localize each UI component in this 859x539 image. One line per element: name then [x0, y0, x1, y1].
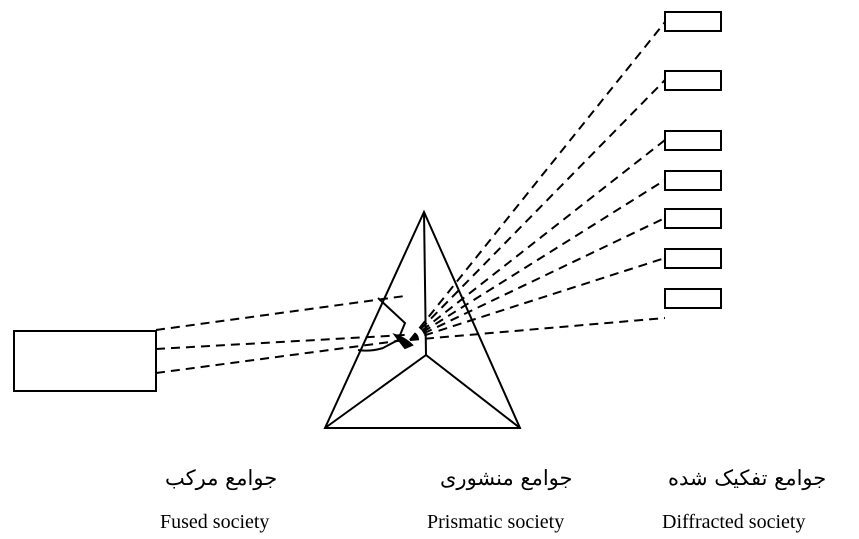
- outgoing-beam-1: [409, 21, 666, 341]
- prism-inner-edge-right: [425, 354, 521, 429]
- incoming-beam-1: [155, 295, 406, 331]
- prism-beam-focus-mark: [392, 333, 414, 350]
- diffracted-box-4: [664, 170, 722, 191]
- incoming-beams: [155, 295, 406, 374]
- fused-society-label-fa: جوامع مرکب: [165, 466, 278, 490]
- diffracted-society-label-fa: جوامع تفکیک شده: [668, 466, 827, 490]
- outgoing-beam-5: [409, 217, 666, 341]
- prism: [323, 209, 522, 429]
- fused-society-label-en: Fused society: [160, 511, 270, 533]
- outgoing-beam-2: [409, 79, 666, 341]
- prism-beam-inner-mark: [357, 297, 407, 352]
- incoming-beam-3: [155, 339, 406, 374]
- diffracted-box-1: [664, 11, 722, 32]
- diffracted-boxes: [664, 11, 722, 309]
- outgoing-beam-3: [409, 139, 666, 341]
- prismatic-society-label-fa: جوامع منشوری: [440, 466, 573, 490]
- diffracted-box-2: [664, 70, 722, 91]
- outgoing-beam-6: [409, 257, 666, 341]
- diffracted-society-label-en: Diffracted society: [662, 511, 806, 533]
- prismatic-society-label-en: Prismatic society: [427, 511, 565, 533]
- diffracted-box-5: [664, 208, 722, 229]
- outgoing-beams: [409, 21, 666, 341]
- outgoing-beam-7: [409, 317, 666, 341]
- diffracted-box-3: [664, 130, 722, 151]
- diffracted-box-7: [664, 288, 722, 309]
- incoming-beam-2: [155, 334, 406, 350]
- prism-outline: [323, 209, 522, 429]
- outgoing-beam-4: [409, 179, 666, 341]
- diffracted-box-6: [664, 248, 722, 269]
- fused-society-box: [13, 330, 157, 392]
